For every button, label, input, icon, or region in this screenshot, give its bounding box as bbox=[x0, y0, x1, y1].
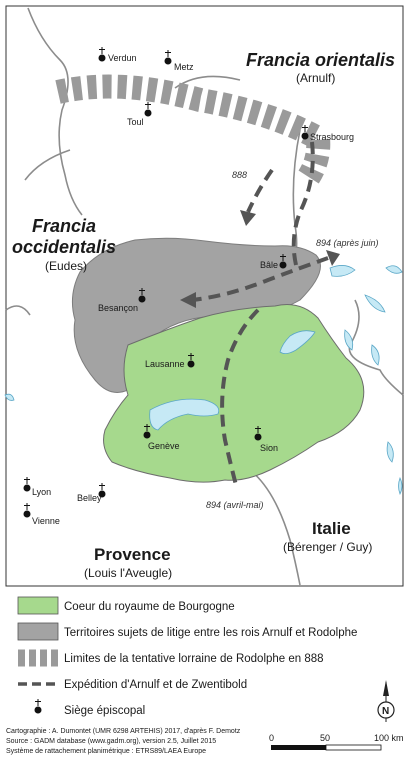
label-vienne: Vienne bbox=[32, 516, 60, 526]
label-verdun: Verdun bbox=[108, 53, 137, 63]
see-lausanne bbox=[187, 353, 195, 368]
label-provence: Provence bbox=[94, 545, 171, 564]
scale-label-100: 100 km bbox=[374, 733, 404, 743]
route-894-strasbourg bbox=[291, 141, 315, 266]
see-toul bbox=[144, 102, 152, 117]
see-metz bbox=[164, 50, 172, 65]
lake-south1 bbox=[386, 441, 394, 463]
arrowhead-894-west bbox=[180, 292, 196, 308]
scale-label-0: 0 bbox=[269, 733, 274, 743]
label-metz: Metz bbox=[174, 62, 194, 72]
legend-swatch-disputed bbox=[17, 622, 59, 641]
scale-label-50: 50 bbox=[320, 733, 330, 743]
label-lyon: Lyon bbox=[32, 487, 51, 497]
credit-line-1: Cartographie : A. Dumontet (UMR 6298 ART… bbox=[6, 728, 241, 735]
arrowhead-888 bbox=[240, 210, 256, 226]
scale-bar: 0 50 100 km bbox=[269, 733, 404, 751]
route-894-after-june bbox=[191, 256, 329, 302]
label-arnulf: (Arnulf) bbox=[296, 71, 335, 85]
route-894-april-may bbox=[220, 308, 260, 486]
see-vienne bbox=[23, 503, 31, 518]
lake-leman bbox=[149, 398, 220, 431]
city-labels: Verdun Metz Toul Strasbourg Bâle Besanço… bbox=[32, 53, 354, 526]
label-louis: (Louis l'Aveugle) bbox=[84, 566, 172, 580]
label-berenger-guy: (Bérenger / Guy) bbox=[283, 540, 372, 554]
label-geneve: Genève bbox=[148, 441, 180, 451]
label-route-894-avril: 894 (avril-mai) bbox=[206, 500, 264, 510]
see-besancon bbox=[138, 288, 146, 303]
lake-north bbox=[329, 265, 356, 277]
label-lausanne: Lausanne bbox=[145, 359, 185, 369]
burgundy-kingdom bbox=[103, 304, 365, 483]
legend-swatch-burgundy bbox=[17, 596, 59, 615]
label-toul: Toul bbox=[127, 117, 144, 127]
lake-east3 bbox=[371, 344, 380, 366]
see-strasbourg bbox=[301, 125, 309, 140]
label-sion: Sion bbox=[260, 443, 278, 453]
label-route-894-juin: 894 (après juin) bbox=[316, 238, 379, 248]
legend-text-see: Siège épiscopal bbox=[64, 705, 145, 717]
see-sion bbox=[254, 426, 262, 441]
lake-neuchatel bbox=[279, 330, 316, 354]
see-bale bbox=[279, 254, 287, 269]
label-besancon: Besançon bbox=[98, 303, 138, 313]
label-route-888: 888 bbox=[232, 170, 247, 180]
legend-text-burgundy: Coeur du royaume de Bourgogne bbox=[64, 601, 235, 613]
label-francia-occ-1: Francia bbox=[32, 216, 96, 236]
lakes bbox=[4, 265, 403, 496]
north-label: N bbox=[382, 706, 389, 717]
arrowhead-894-east bbox=[326, 250, 340, 266]
country-borders bbox=[5, 7, 404, 586]
label-francia-orientalis: Francia orientalis bbox=[246, 50, 395, 70]
lake-east4 bbox=[385, 265, 403, 274]
label-strasbourg: Strasbourg bbox=[310, 132, 354, 142]
label-eudes: (Eudes) bbox=[45, 259, 87, 273]
label-italie: Italie bbox=[312, 519, 351, 538]
credit-line-2: Source : GADM database (www.gadm.org), v… bbox=[6, 738, 216, 745]
see-lyon bbox=[23, 477, 31, 492]
legend-swatch-see bbox=[34, 699, 42, 714]
see-belley bbox=[98, 483, 106, 498]
legend-text-disputed: Territoires sujets de litige entre les r… bbox=[64, 627, 357, 639]
rodolphe-888-limit bbox=[55, 74, 331, 185]
route-888 bbox=[246, 168, 274, 213]
label-belley: Belley bbox=[77, 493, 102, 503]
lake-west bbox=[4, 393, 15, 401]
legend-text-888-limit: Limites de la tentative lorraine de Rodo… bbox=[64, 653, 324, 665]
lake-east1 bbox=[364, 294, 386, 313]
lake-south2 bbox=[398, 476, 403, 496]
episcopal-sees bbox=[23, 47, 309, 518]
route-arrowheads bbox=[180, 210, 340, 308]
see-geneve bbox=[143, 424, 151, 439]
legend: Coeur du royaume de Bourgogne Territoire… bbox=[17, 596, 357, 717]
see-verdun bbox=[98, 47, 106, 62]
lake-east2 bbox=[344, 329, 354, 351]
label-bale: Bâle bbox=[260, 260, 278, 270]
north-arrow: N bbox=[377, 680, 395, 722]
credit-line-3: Système de rattachement planimétrique : … bbox=[6, 748, 206, 755]
legend-text-expedition: Expédition d'Arnulf et de Zwentibold bbox=[64, 679, 247, 691]
label-francia-occ-2: occidentalis bbox=[12, 237, 116, 257]
expedition-routes bbox=[191, 141, 329, 486]
